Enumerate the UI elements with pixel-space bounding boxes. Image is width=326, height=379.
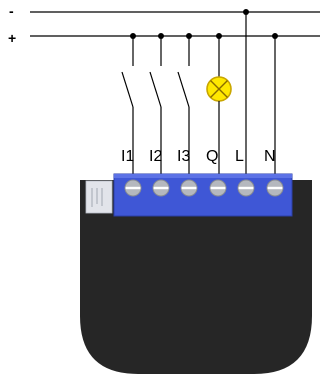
terminal-label-l: L bbox=[235, 148, 244, 165]
minus-rail-label: - bbox=[9, 3, 14, 19]
terminal-label-n: N bbox=[264, 148, 276, 165]
screw-terminal-icon bbox=[180, 179, 198, 197]
screw-terminal-icon bbox=[209, 179, 227, 197]
screw-terminal-icon bbox=[237, 179, 255, 197]
terminal-block bbox=[113, 173, 293, 217]
side-label bbox=[85, 180, 113, 214]
screw-terminal-icon bbox=[152, 179, 170, 197]
screw-terminal-icon bbox=[124, 179, 142, 197]
switch-icon bbox=[177, 36, 190, 178]
terminal-label-i1: I1 bbox=[121, 148, 134, 165]
plus-rail-label: + bbox=[8, 30, 16, 46]
switch-icon bbox=[121, 36, 134, 178]
terminal-label-i2: I2 bbox=[149, 148, 162, 165]
device-housing bbox=[80, 180, 312, 374]
terminal-label-i3: I3 bbox=[177, 148, 190, 165]
screw-terminal-icon bbox=[266, 179, 284, 197]
lamp-icon bbox=[206, 76, 232, 102]
terminal-label-q: Q bbox=[206, 148, 218, 165]
switch-icon bbox=[149, 36, 162, 178]
